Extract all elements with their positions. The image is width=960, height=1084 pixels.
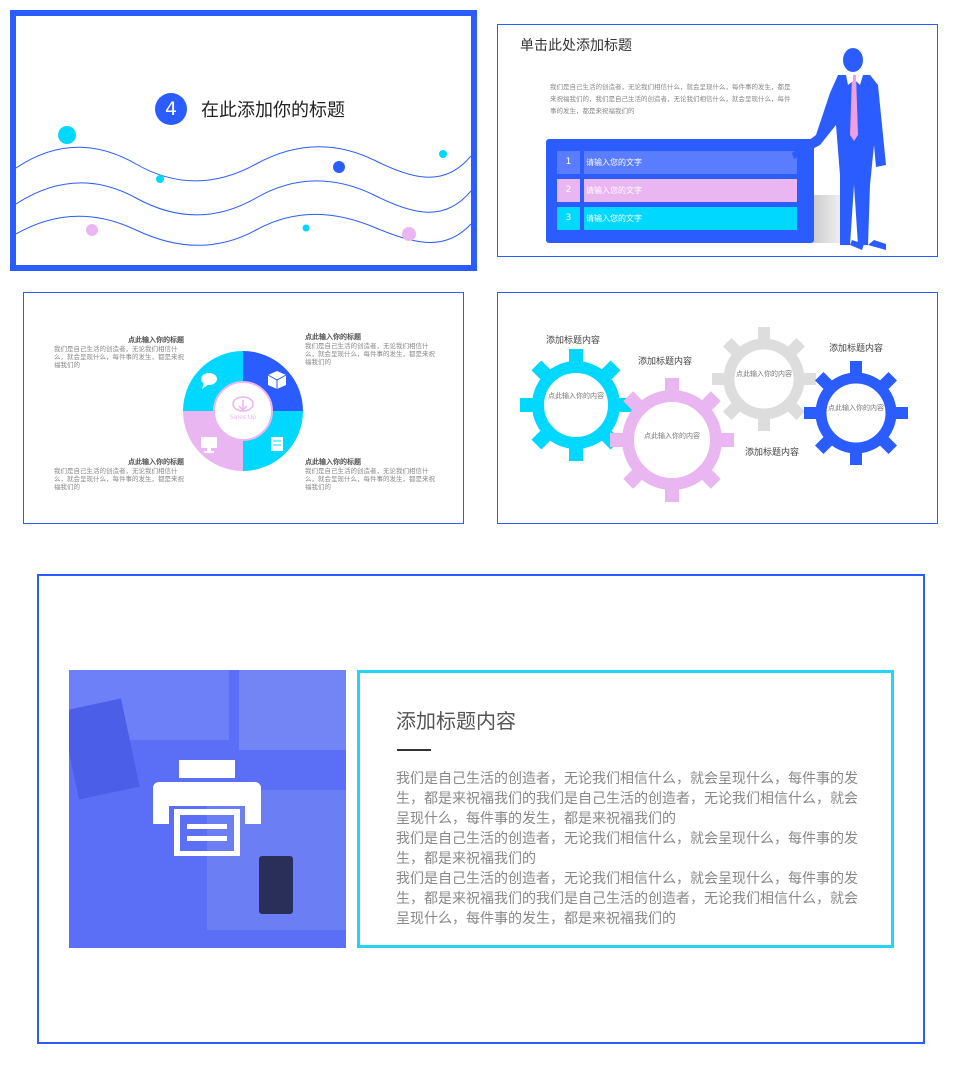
slide-printer-text[interactable]: 添加标题内容 我们是自己生活的创造者，无论我们相信什么，就会呈现什么，每件事的发… bbox=[37, 574, 925, 1044]
books bbox=[239, 670, 346, 750]
block-text[interactable]: 我们是自己生活的创造者，无论我们相信什么，就会呈现什么，每件事的发生，都是来祝福… bbox=[305, 342, 435, 366]
item-number: 2 bbox=[557, 179, 580, 202]
block-heading[interactable]: 点此输入你的标题 bbox=[128, 336, 184, 344]
chat-icon bbox=[201, 373, 217, 389]
gear-label[interactable]: 添加标题内容 bbox=[546, 336, 601, 346]
slide-quadrant-ring[interactable]: 点此输入你的标题 我们是自己生活的创造者，无论我们相信什么，就会呈现什么，每件事… bbox=[23, 292, 464, 524]
item-number: 3 bbox=[557, 207, 580, 230]
paragraph[interactable]: 我们是自己生活的创造者，无论我们相信什么，就会呈现什么，每件事的发生，都是来祝福… bbox=[396, 771, 858, 827]
gear-label[interactable]: 添加标题内容 bbox=[829, 344, 884, 354]
paragraph[interactable]: 我们是自己生活的创造者，无论我们相信什么，就会呈现什么，每件事的发生，都是来祝福… bbox=[396, 871, 858, 927]
desk-photo bbox=[69, 670, 346, 948]
box-icon bbox=[267, 371, 287, 389]
content-heading[interactable]: 添加标题内容 bbox=[396, 709, 516, 733]
content-paragraphs[interactable]: 我们是自己生活的创造者，无论我们相信什么，就会呈现什么，每件事的发生，都是来祝福… bbox=[396, 769, 862, 929]
content-box: 添加标题内容 我们是自己生活的创造者，无论我们相信什么，就会呈现什么，每件事的发… bbox=[357, 670, 894, 948]
heading-rule bbox=[397, 749, 431, 751]
edit-icon bbox=[271, 437, 283, 451]
text-block[interactable]: 点此输入你的标题 我们是自己生活的创造者，无论我们相信什么，就会呈现什么，每件事… bbox=[305, 457, 437, 491]
gear-text[interactable]: 点此输入你的内容 bbox=[736, 370, 792, 378]
slide-title[interactable]: 单击此处添加标题 bbox=[520, 38, 632, 54]
quadrant-ring bbox=[183, 351, 303, 471]
gear-blue bbox=[804, 361, 908, 465]
slide-businessman-list[interactable]: 单击此处添加标题 我们是自己生活的创造者，无论我们相信什么，就会呈现什么，每件事… bbox=[497, 24, 938, 257]
text-block[interactable]: 点此输入你的标题 我们是自己生活的创造者，无论我们相信什么，就会呈现什么，每件事… bbox=[54, 335, 186, 369]
monitor-icon bbox=[201, 437, 217, 453]
text-block[interactable]: 点此输入你的标题 我们是自己生活的创造者，无论我们相信什么，就会呈现什么，每件事… bbox=[305, 332, 437, 366]
paragraph[interactable]: 我们是自己生活的创造者，无论我们相信什么，就会呈现什么，每件事的发生，都是来祝福… bbox=[396, 831, 858, 867]
gear-text[interactable]: 点此输入你的内容 bbox=[548, 392, 604, 400]
gear-text[interactable]: 点此输入你的内容 bbox=[828, 404, 884, 412]
cloud-download-icon bbox=[232, 396, 254, 412]
center-label: Sales Up bbox=[229, 414, 257, 421]
text-block[interactable]: 点此输入你的标题 我们是自己生活的创造者，无论我们相信什么，就会呈现什么，每件事… bbox=[54, 457, 186, 491]
block-text[interactable]: 我们是自己生活的创造者，无论我们相信什么，就会呈现什么，每件事的发生，都是来祝福… bbox=[54, 467, 184, 491]
intro-paragraph[interactable]: 我们是自己生活的创造者，无论我们相信什么，就会呈现什么，每件事的发生，都是来祝福… bbox=[550, 83, 791, 115]
wave-decoration bbox=[16, 126, 471, 246]
item-text[interactable]: 请输入您的文字 bbox=[584, 151, 797, 174]
list-panel: 1 请输入您的文字 2 请输入您的文字 3 请输入您的文字 bbox=[546, 139, 814, 243]
businessman-silhouette bbox=[792, 48, 886, 250]
block-text[interactable]: 我们是自己生活的创造者，无论我们相信什么，就会呈现什么，每件事的发生，都是来祝福… bbox=[305, 467, 435, 491]
slide-wave-title[interactable]: 4 在此添加你的标题 bbox=[10, 10, 477, 271]
block-heading[interactable]: 点此输入你的标题 bbox=[305, 333, 361, 341]
list-item[interactable]: 2 请输入您的文字 bbox=[557, 179, 797, 202]
list-item[interactable]: 3 请输入您的文字 bbox=[557, 207, 797, 230]
gear-gray bbox=[712, 327, 816, 431]
item-text[interactable]: 请输入您的文字 bbox=[584, 179, 797, 202]
printer-icon bbox=[153, 760, 261, 856]
block-heading[interactable]: 点此输入你的标题 bbox=[305, 458, 361, 466]
item-text[interactable]: 请输入您的文字 bbox=[584, 207, 797, 230]
phone bbox=[259, 856, 293, 914]
slide-title[interactable]: 在此添加你的标题 bbox=[201, 100, 345, 121]
gear-label[interactable]: 添加标题内容 bbox=[745, 448, 800, 458]
block-heading[interactable]: 点此输入你的标题 bbox=[128, 458, 184, 466]
slide-gears[interactable]: 添加标题内容 添加标题内容 添加标题内容 添加标题内容 点此输入你的内容 点此输… bbox=[497, 292, 938, 524]
gear-diagram bbox=[520, 327, 908, 502]
list-item[interactable]: 1 请输入您的文字 bbox=[557, 151, 797, 174]
gear-text[interactable]: 点此输入你的内容 bbox=[644, 432, 700, 440]
section-number: 4 bbox=[155, 93, 187, 125]
item-number: 1 bbox=[557, 151, 580, 174]
gear-label[interactable]: 添加标题内容 bbox=[638, 357, 693, 367]
block-text[interactable]: 我们是自己生活的创造者，无论我们相信什么，就会呈现什么，每件事的发生，都是来祝福… bbox=[54, 345, 184, 369]
